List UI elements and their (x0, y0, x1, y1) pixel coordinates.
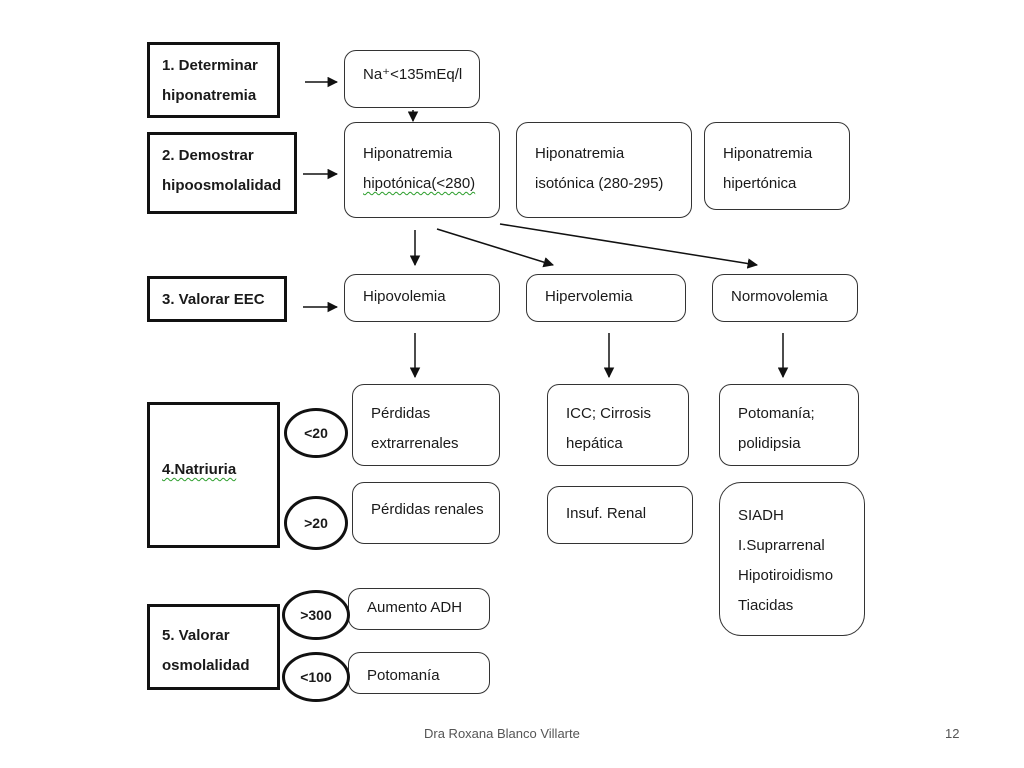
insuf-renal-box: Insuf. Renal (547, 486, 693, 544)
potomania-label: Potomanía (367, 667, 440, 684)
hypovolemia-box: Hipovolemia (344, 274, 500, 322)
step-1-box: 1. Determinar hiponatremia (147, 42, 280, 118)
renal-label: Pérdidas renales (371, 501, 484, 518)
adh-box: Aumento ADH (348, 588, 490, 630)
hypertonic-box: Hiponatremia hipertónica (704, 122, 850, 210)
extrarenal-line1: Pérdidas (371, 405, 431, 422)
siadh-item-4: Tiacidas (738, 597, 794, 614)
hypotonic-line2: hipotónica(<280) (363, 175, 476, 192)
oval-gt300: >300 (282, 590, 350, 640)
adh-label: Aumento ADH (367, 599, 463, 616)
siadh-box: SIADH I.Suprarrenal Hipotiroidismo Tiaci… (719, 482, 865, 636)
step-5-box: 5. Valorar osmolalidad (147, 604, 280, 690)
step-1-line2: hiponatremia (162, 87, 257, 104)
potomania-polidipsia-line2: polidipsia (738, 435, 801, 452)
sodium-label: Na⁺<135mEq/l (363, 66, 463, 83)
step-2-line1: 2. Demostrar (162, 147, 254, 164)
isotonic-line2: isotónica (280-295) (535, 175, 664, 192)
siadh-item-1: SIADH (738, 507, 784, 524)
potomania-polidipsia-line1: Potomanía; (738, 405, 815, 422)
footer-author: Dra Roxana Blanco Villarte (424, 726, 580, 741)
hypertonic-line1: Hiponatremia (723, 145, 813, 162)
oval-lt100: <100 (282, 652, 350, 702)
hypotonic-box: Hiponatremia hipotónica(<280) (344, 122, 500, 218)
oval-gt20: >20 (284, 496, 348, 550)
renal-box: Pérdidas renales (352, 482, 500, 544)
siadh-item-3: Hipotiroidismo (738, 567, 834, 584)
step-2-box: 2. Demostrar hipoosmolalidad (147, 132, 297, 214)
extrarenal-line2: extrarrenales (371, 435, 459, 452)
sodium-box: Na⁺<135mEq/l (344, 50, 480, 108)
step-4-box: 4.Natriuria (147, 402, 280, 548)
extrarenal-box: Pérdidas extrarrenales (352, 384, 500, 466)
potomania-polidipsia-box: Potomanía; polidipsia (719, 384, 859, 466)
icc-line1: ICC; Cirrosis (566, 405, 651, 422)
hypotonic-line1: Hiponatremia (363, 145, 453, 162)
insuf-renal-label: Insuf. Renal (566, 505, 647, 522)
normovolemia-box: Normovolemia (712, 274, 858, 322)
step-3-line1: 3. Valorar EEC (162, 291, 265, 308)
step-3-box: 3. Valorar EEC (147, 276, 287, 322)
step-2-line2: hipoosmolalidad (162, 177, 282, 194)
hypertonic-line2: hipertónica (723, 175, 797, 192)
isotonic-box: Hiponatremia isotónica (280-295) (516, 122, 692, 218)
step-5-line2: osmolalidad (162, 657, 250, 674)
oval-lt20: <20 (284, 408, 348, 458)
footer-page-number: 12 (945, 726, 960, 741)
isotonic-line1: Hiponatremia (535, 145, 625, 162)
hypervolemia-label: Hipervolemia (545, 288, 633, 305)
step-5-line1: 5. Valorar (162, 627, 230, 644)
step-4-line1: 4.Natriuria (162, 461, 237, 478)
siadh-item-2: I.Suprarrenal (738, 537, 825, 554)
arrow-to-hypervolemia (436, 228, 555, 268)
icc-box: ICC; Cirrosis hepática (547, 384, 689, 466)
hypovolemia-label: Hipovolemia (363, 288, 446, 305)
potomania-box: Potomanía (348, 652, 490, 694)
hypervolemia-box: Hipervolemia (526, 274, 686, 322)
normovolemia-label: Normovolemia (731, 288, 828, 305)
step-1-line1: 1. Determinar (162, 57, 258, 74)
icc-line2: hepática (566, 435, 623, 452)
arrow-to-normovolemia (499, 223, 759, 269)
